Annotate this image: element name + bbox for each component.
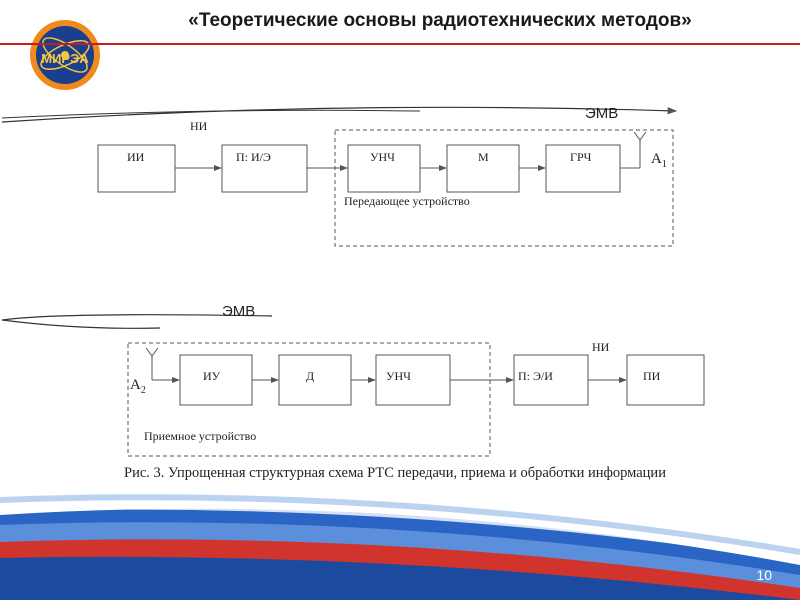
- rx-block-d-label: Д: [306, 369, 315, 383]
- tx-block-grch: [545, 144, 621, 193]
- transmitter-group: [334, 129, 674, 247]
- page-title: «Теоретические основы радиотехнических м…: [188, 10, 692, 31]
- tx-antenna-icon: [633, 131, 647, 141]
- rx-block-unch: [375, 354, 451, 406]
- rx-ni-label: НИ: [592, 340, 610, 354]
- tx-block-m: [446, 144, 520, 193]
- svg-text:МИРЭА: МИРЭА: [41, 51, 89, 66]
- rx-block-iu: [179, 354, 253, 406]
- rx-antenna-icon: [145, 347, 159, 357]
- mirea-logo: МИРЭА: [30, 20, 100, 90]
- transmitter-group-label: Передающее устройство: [344, 194, 470, 208]
- rx-block-unch-label: УНЧ: [386, 369, 411, 383]
- tx-block-m-label: М: [478, 150, 489, 164]
- tx-emw-wave: [1, 106, 678, 123]
- tx-ni-label: НИ: [190, 119, 208, 133]
- rx-block-d: [278, 354, 352, 406]
- rx-block-iu-label: ИУ: [203, 369, 221, 383]
- tx-block-p-ie-label: П: И/Э: [236, 150, 271, 164]
- rx-block-pi-label: ПИ: [643, 369, 661, 383]
- figure-caption: Рис. 3. Упрощенная структурная схема РТС…: [124, 465, 666, 481]
- rx-block-p-ei-label: П: Э/И: [518, 369, 553, 383]
- tx-block-unch-label: УНЧ: [370, 150, 395, 164]
- tx-block-unch: [347, 144, 421, 193]
- tx-block-p-ie: [221, 144, 308, 193]
- rx-antenna-label: A2: [130, 377, 146, 396]
- tx-antenna-label: A1: [651, 151, 667, 170]
- rx-emw-wave: [1, 314, 273, 329]
- header-divider: [0, 43, 800, 45]
- tx-block-grch-label: ГРЧ: [570, 150, 592, 164]
- footer-waves: [0, 494, 800, 600]
- receiver-group-label: Приемное устройство: [144, 429, 257, 443]
- tx-emw-label: ЭМВ: [585, 105, 619, 122]
- rx-block-p-ei: [513, 354, 589, 406]
- tx-block-ii-label: ИИ: [127, 150, 145, 164]
- page-number: 10: [756, 567, 772, 583]
- rx-block-pi: [626, 354, 705, 406]
- rx-emw-label: ЭМВ: [222, 303, 256, 320]
